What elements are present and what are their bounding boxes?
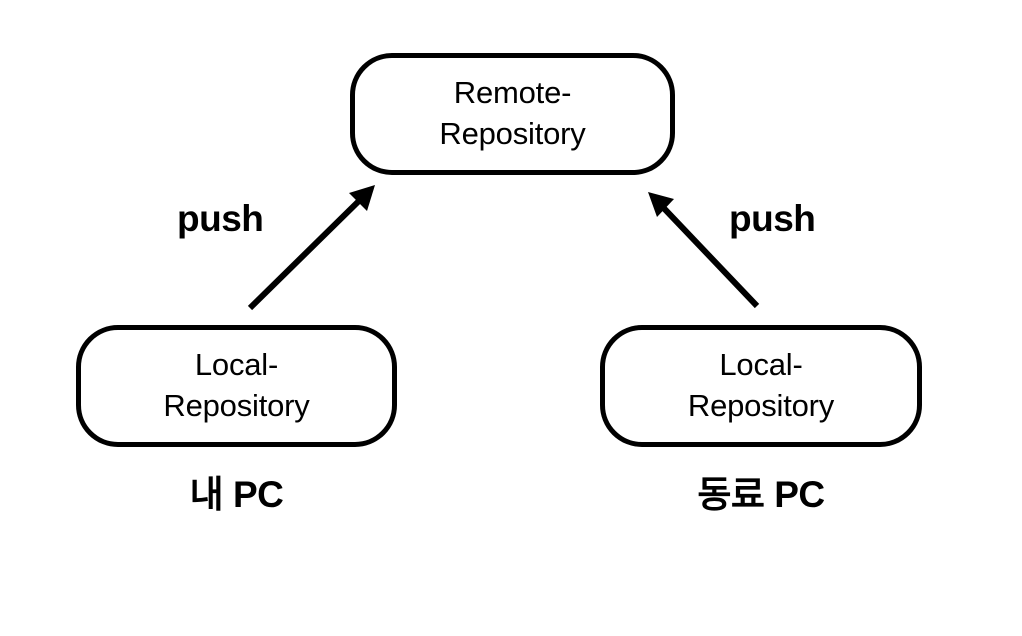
local-repository-mine-line-2: Repository: [163, 388, 310, 423]
caption-peer-pc: 동료 PC: [697, 474, 825, 515]
caption-my-pc: 내 PC: [189, 474, 284, 515]
remote-repository-line-2: Repository: [439, 116, 586, 151]
local-repository-mine-node: Local- Repository: [76, 325, 397, 447]
local-repository-peer-line-2: Repository: [687, 388, 835, 423]
push-label-left: push: [177, 198, 264, 239]
push-label-right: push: [729, 198, 816, 239]
local-repository-mine-line-1: Local-: [194, 347, 279, 383]
remote-repository-node: Remote- Repository: [350, 53, 675, 175]
local-repository-peer-line-1: Local-: [719, 347, 803, 383]
remote-repository-line-1: Remote-: [453, 75, 572, 111]
local-repository-peer-node: Local- Repository: [600, 325, 922, 447]
push-arrow-left: [247, 185, 375, 311]
